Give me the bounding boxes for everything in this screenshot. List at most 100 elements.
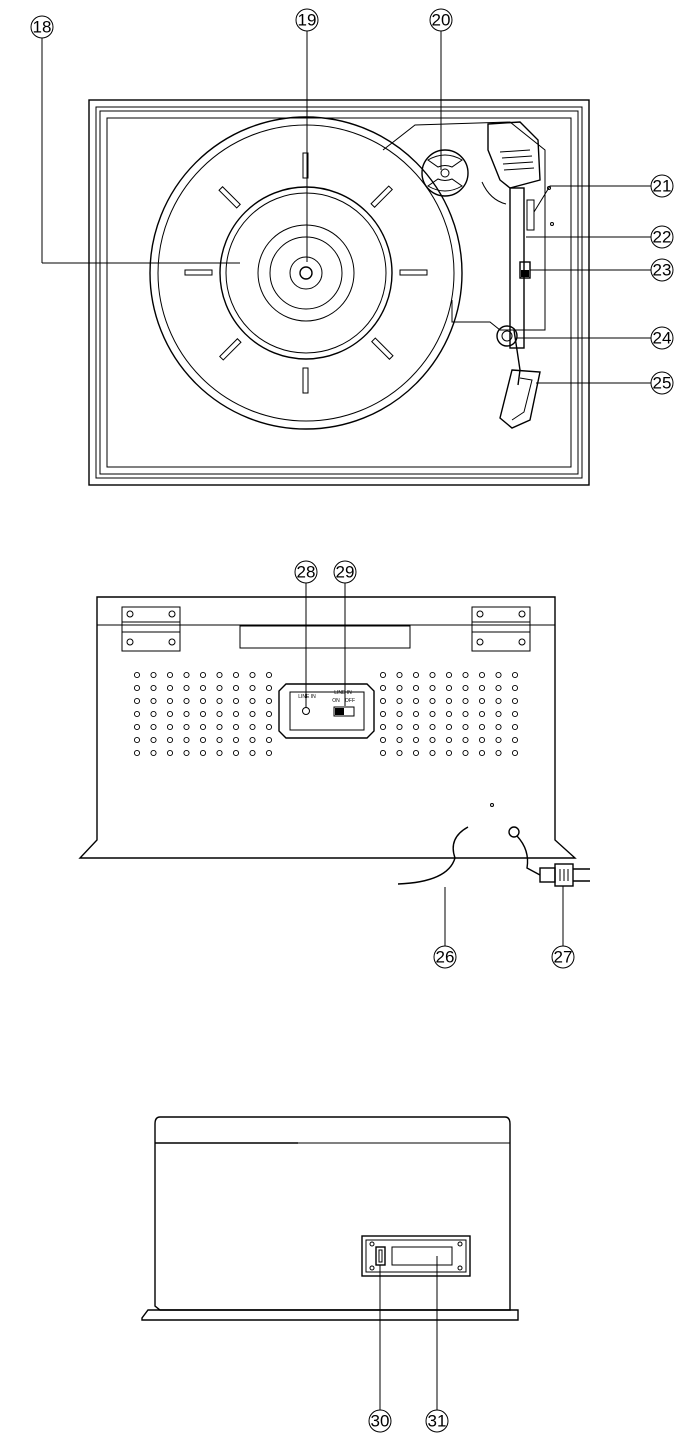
callout-18: 18 — [30, 15, 240, 264]
grille-hole — [216, 723, 223, 731]
callout-circle — [294, 560, 318, 584]
callout-circle — [650, 258, 674, 282]
adapter-45rpm — [421, 149, 469, 197]
grille-hole — [511, 710, 519, 718]
adapter-spoke — [427, 154, 463, 168]
grille-hole — [150, 684, 157, 692]
grille-hole — [429, 684, 436, 692]
callout-circle — [429, 8, 453, 32]
grille-hole — [396, 723, 403, 731]
grille-hole — [478, 684, 486, 692]
grille-hole — [199, 723, 207, 731]
tonearm-lift-lever — [526, 199, 535, 231]
grille-hole — [249, 710, 256, 718]
cabinet-inner-frame — [106, 117, 572, 468]
platter-mat-outer — [219, 186, 393, 360]
grille-hole — [133, 723, 141, 731]
speaker-grille-left — [133, 671, 273, 757]
grille-hole — [265, 684, 273, 692]
grille-hole — [232, 710, 240, 718]
callout-23: 23 — [530, 258, 674, 282]
small-hole — [490, 803, 494, 807]
grille-hole — [166, 684, 174, 692]
grille-hole — [183, 710, 190, 718]
grille-hole — [478, 723, 486, 731]
tonearm-base-plate — [382, 121, 546, 331]
grille-hole — [412, 749, 420, 757]
callout-circle — [650, 225, 674, 249]
callout-22: 22 — [526, 225, 674, 249]
callout-29: 29 — [333, 560, 357, 706]
grille-hole — [429, 749, 436, 757]
adapter-hole — [440, 168, 450, 178]
grille-hole — [462, 697, 469, 705]
grille-hole — [379, 684, 387, 692]
grille-hole — [511, 723, 519, 731]
tonearm — [496, 186, 554, 429]
callout-21: 21 — [533, 174, 674, 213]
side-cabinet-outline — [154, 1116, 511, 1311]
grille-hole — [478, 697, 486, 705]
callout-circle — [433, 945, 457, 969]
grille-hole — [462, 684, 469, 692]
grille-hole — [429, 736, 436, 744]
bracket-frame — [361, 1235, 471, 1277]
line-in-switch-title: LINE IN — [334, 690, 352, 696]
grille-hole — [232, 684, 240, 692]
grille-hole — [166, 723, 174, 731]
grille-hole — [396, 671, 403, 679]
line-in-switch[interactable] — [333, 706, 355, 717]
headshell-finger — [511, 377, 533, 421]
callout-circle — [650, 371, 674, 395]
grille-hole — [150, 723, 157, 731]
grille-hole — [396, 710, 403, 718]
speed-switch-knob — [521, 270, 529, 277]
grille-hole — [379, 710, 387, 718]
grille-hole — [265, 736, 273, 744]
callout-circle — [368, 1409, 392, 1433]
grille-hole — [249, 684, 256, 692]
callout-19: 19 — [295, 8, 319, 262]
spindle — [299, 266, 313, 280]
grille-hole — [150, 749, 157, 757]
hinge-screw — [518, 610, 526, 618]
grille-hole — [183, 684, 190, 692]
line-in-jack[interactable] — [302, 707, 310, 715]
grille-hole — [396, 749, 403, 757]
platter-mark — [302, 367, 309, 394]
grille-hole — [412, 671, 420, 679]
bracket-screw — [369, 1265, 375, 1271]
callout-label: 30 — [371, 1412, 390, 1431]
grille-hole — [429, 697, 436, 705]
grille-hole — [166, 736, 174, 744]
hinge-screw — [126, 610, 134, 618]
grille-hole — [133, 697, 141, 705]
platter-mark — [370, 185, 393, 208]
callout-label: 29 — [336, 563, 355, 582]
callout-label: 22 — [653, 228, 672, 247]
grille-hole — [511, 749, 519, 757]
record-label-ring — [257, 224, 355, 322]
grille-hole — [216, 710, 223, 718]
cabinet-frame-2 — [95, 106, 583, 479]
power-plug — [539, 863, 590, 887]
grille-hole — [379, 723, 387, 731]
callout-circle — [551, 945, 575, 969]
grille-hole — [183, 723, 190, 731]
platter-mark — [371, 337, 394, 360]
grille-hole — [265, 710, 273, 718]
hinge-left — [121, 606, 181, 652]
grille-hole — [495, 684, 502, 692]
plug-neck — [539, 867, 556, 883]
grille-hole — [265, 671, 273, 679]
counterweight-ridge — [501, 155, 533, 159]
tonearm-counterweight — [481, 121, 541, 205]
grille-hole — [412, 723, 420, 731]
line-in-switch-knob — [335, 708, 344, 715]
bracket-screw — [457, 1241, 463, 1247]
grille-hole — [412, 736, 420, 744]
grille-hole — [495, 710, 502, 718]
line-in-panel: LINE IN LINE IN ON OFF — [278, 683, 375, 739]
grille-hole — [265, 723, 273, 731]
hinge-screw — [126, 638, 134, 646]
